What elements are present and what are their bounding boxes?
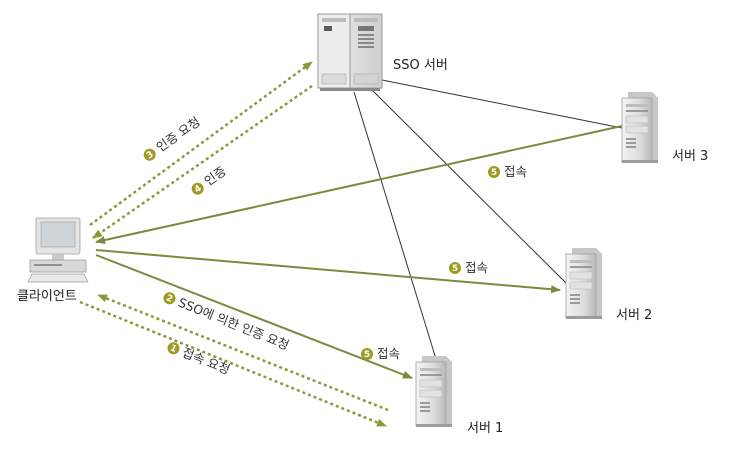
step-5-label-server1: 5 접속: [361, 346, 400, 361]
server2-label: 서버 2: [616, 308, 652, 323]
step-badge: [488, 166, 500, 178]
sso-link-server2: [371, 89, 567, 284]
server3-label: 서버 3: [672, 149, 708, 164]
server-icon: [621, 92, 658, 163]
computer-icon: [27, 217, 89, 283]
auth-response-arrow: [92, 84, 313, 240]
access-arrows: [95, 125, 623, 379]
svg-text:1: 1: [168, 343, 178, 355]
sso-links: [353, 79, 623, 373]
step-3-label: 3 인증 요청: [143, 114, 203, 162]
step-1-label: 1 접속 요청: [167, 342, 232, 378]
access-request-arrow: [79, 300, 387, 428]
sso-auth-request-arrow: [97, 293, 389, 412]
step-badge: [163, 292, 176, 305]
server1-request-arrows: [79, 293, 389, 428]
step-badge: [361, 348, 373, 360]
step-badge: [449, 262, 461, 274]
svg-text:인증 요청: 인증 요청: [153, 114, 203, 155]
svg-text:접속: 접속: [504, 164, 527, 179]
svg-text:접속 요청: 접속 요청: [180, 345, 232, 378]
svg-text:5: 5: [364, 350, 370, 360]
svg-text:5: 5: [491, 168, 497, 178]
server-icon: [415, 356, 452, 427]
access-arrow-client-to-server1: [95, 254, 413, 379]
auth-request-arrow: [89, 60, 313, 227]
step-4-label: 4 인증: [191, 163, 229, 196]
sso-server-label: SSO 서버: [393, 58, 448, 73]
svg-text:5: 5: [452, 264, 458, 274]
svg-text:인증: 인증: [201, 163, 228, 188]
server1-label: 서버 1: [467, 421, 503, 436]
svg-text:2: 2: [164, 293, 174, 305]
access-arrow-server3-to-client: [95, 125, 623, 244]
svg-text:3: 3: [145, 150, 156, 162]
step-badge: [167, 342, 180, 355]
sso-server-icon: [317, 13, 383, 91]
step-5-label-server2: 5 접속: [449, 260, 488, 275]
step-badge: [191, 182, 204, 195]
sso-link-server3: [381, 79, 623, 129]
auth-arrows: [89, 60, 313, 240]
svg-text:4: 4: [193, 184, 204, 196]
client-label: 클라이언트: [17, 289, 77, 304]
access-arrow-client-to-server2: [95, 249, 561, 294]
server-icon: [565, 248, 602, 319]
svg-text:접속: 접속: [377, 346, 400, 361]
svg-text:접속: 접속: [465, 260, 488, 275]
step-badge: [143, 148, 156, 161]
step-5-label-server3: 5 접속: [488, 164, 527, 179]
sso-link-server1: [353, 91, 441, 373]
